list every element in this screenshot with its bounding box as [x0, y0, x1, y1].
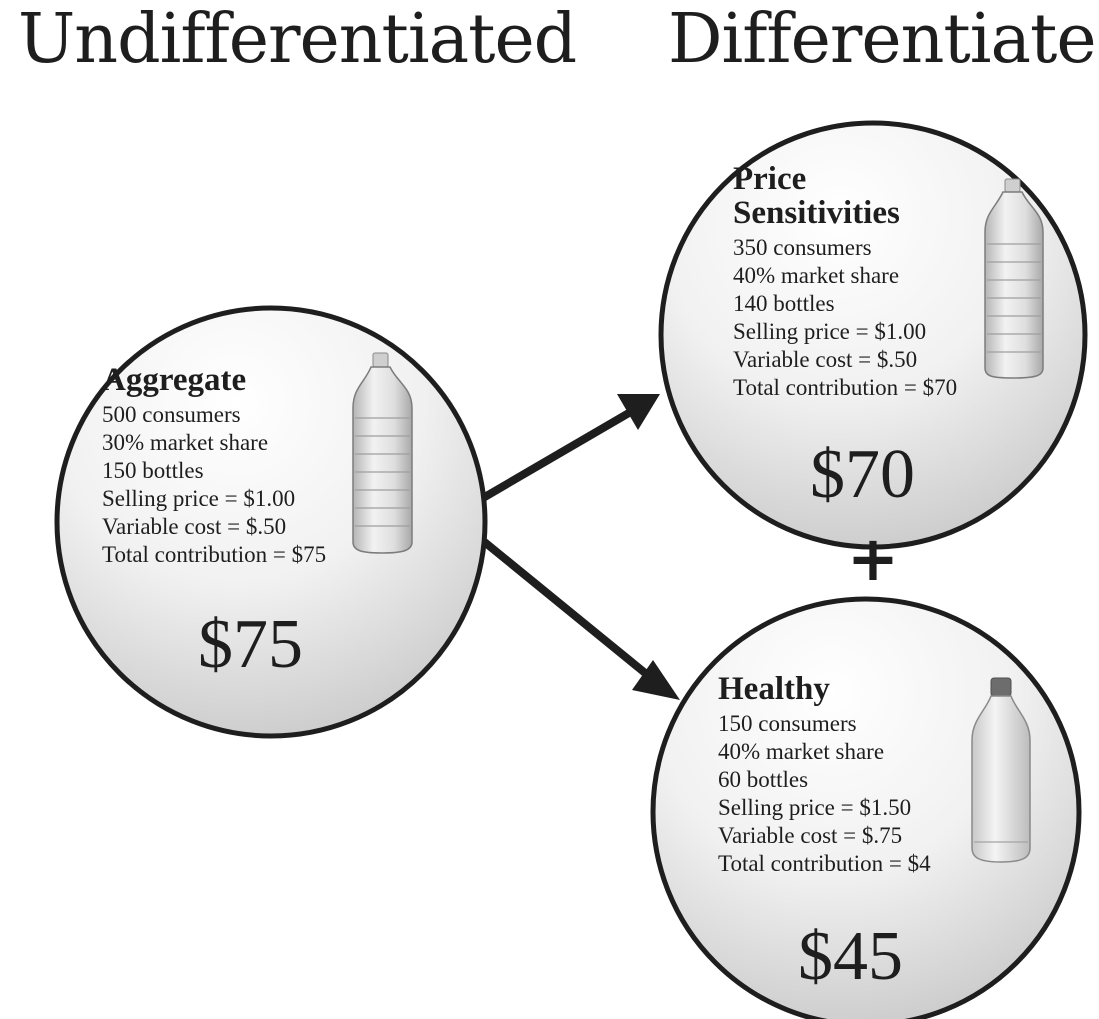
healthy-total: $45 [798, 918, 903, 995]
aggregate-consumers: 500 consumers [102, 402, 241, 427]
aggregate-details: 500 consumers 30% market share 150 bottl… [102, 401, 326, 569]
price-sensitivities-title-line1: Price [733, 161, 807, 197]
price-sensitivities-segment: Price Sensitivities 350 consumers 40% ma… [733, 162, 957, 402]
price-sensitivities-title-line2: Sensitivities [733, 195, 900, 231]
healthy-details: 150 consumers 40% market share 60 bottle… [718, 710, 931, 878]
aggregate-segment: Aggregate 500 consumers 30% market share… [102, 363, 326, 569]
healthy-total-contribution: Total contribution = $4 [718, 851, 931, 876]
price-sensitivities-market-share: 40% market share [733, 263, 900, 288]
healthy-market-share: 40% market share [718, 739, 885, 764]
aggregate-selling-price: Selling price = $1.00 [102, 486, 296, 511]
price-sensitivities-total: $70 [810, 436, 915, 513]
water-bottle-icon [352, 352, 413, 554]
water-bottle-icon [984, 178, 1044, 379]
price-sensitivities-details: 350 consumers 40% market share 140 bottl… [733, 234, 957, 402]
heading-undifferentiated: Undifferentiated [18, 0, 577, 79]
aggregate-variable-cost: Variable cost = $.50 [102, 514, 287, 539]
aggregate-market-share: 30% market share [102, 430, 269, 455]
healthy-selling-price: Selling price = $1.50 [718, 795, 912, 820]
healthy-variable-cost: Variable cost = $.75 [718, 823, 903, 848]
aggregate-bottles: 150 bottles [102, 458, 204, 483]
aggregate-title: Aggregate [102, 362, 247, 398]
premium-water-bottle-icon [971, 677, 1031, 863]
price-sensitivities-consumers: 350 consumers [733, 235, 872, 260]
arrow-to-price-sensitivities [480, 394, 660, 502]
healthy-title: Healthy [718, 671, 830, 707]
heading-differentiated: Differentiated [668, 0, 1099, 79]
price-sensitivities-selling-price: Selling price = $1.00 [733, 319, 927, 344]
healthy-circle [650, 596, 1082, 1019]
price-sensitivities-bottles: 140 bottles [733, 291, 835, 316]
price-sensitivities-variable-cost: Variable cost = $.50 [733, 347, 918, 372]
price-sensitivities-title: Price Sensitivities [733, 162, 957, 230]
price-sensitivities-total-contribution: Total contribution = $70 [733, 375, 958, 400]
plus-operator: + [847, 522, 899, 595]
healthy-segment: Healthy 150 consumers 40% market share 6… [718, 672, 931, 878]
healthy-bottles: 60 bottles [718, 767, 809, 792]
healthy-consumers: 150 consumers [718, 711, 857, 736]
aggregate-total-contribution: Total contribution = $75 [102, 542, 327, 567]
aggregate-total: $75 [198, 606, 303, 683]
arrow-to-healthy [479, 536, 680, 700]
price-sensitivities-circle [658, 120, 1088, 550]
